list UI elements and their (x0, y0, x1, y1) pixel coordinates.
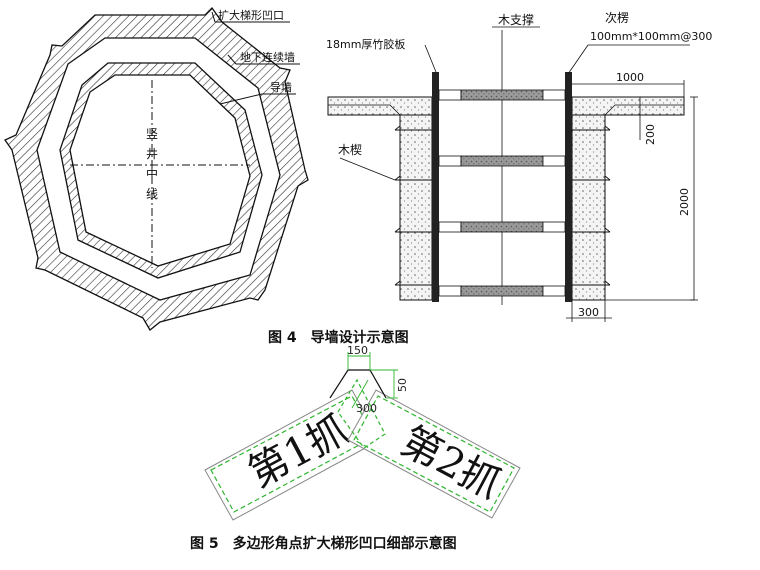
label-diaphragm-wall: 地下连续墙 (240, 50, 295, 64)
dim-200: 200 (644, 124, 657, 145)
dim-2000: 2000 (678, 188, 691, 216)
guide-wall-inner-band (59, 62, 263, 279)
dim-300: 300 (578, 306, 599, 319)
caption-fig4: 图 4 导墙设计示意图 (268, 329, 409, 346)
fig5-dimension-lines (347, 352, 398, 409)
right-top-slab (571, 96, 685, 116)
timber-supports (438, 89, 566, 297)
grab-panel-1: 第1抓 (204, 389, 381, 521)
label-secondary-joist: 次楞 (605, 10, 629, 25)
dim-150: 150 (347, 344, 368, 357)
label-wedge: 木楔 (338, 143, 362, 157)
left-wall (399, 114, 433, 301)
leader-guide (219, 93, 263, 105)
axis-char-2: 井 (146, 147, 158, 161)
fig5-detail: 第1抓 第2抓 150 50 300 (204, 344, 521, 521)
trapezoid-notch (329, 369, 387, 399)
axis-char-3: 中 (146, 166, 158, 181)
label-bamboo-board: 18mm厚竹胶板 (326, 37, 405, 51)
axis-char-4: 线 (146, 187, 158, 201)
bamboo-board-right (565, 72, 572, 302)
bamboo-board-left (432, 72, 439, 302)
label-timber-support: 木支撑 (498, 12, 534, 27)
leader-expand (211, 11, 216, 23)
leader-diaphragm (227, 54, 237, 65)
guide-wall-outer-band (4, 6, 309, 331)
axis-char-1: 竖 (146, 127, 158, 141)
octagon-plan: 竖 井 中 线 扩大梯形凹口 地下连续墙 导墙 (4, 6, 309, 331)
right-wall (571, 114, 606, 301)
dimension-lines (566, 80, 698, 322)
dim-50: 50 (396, 378, 409, 392)
caption-fig5: 图 5 多边形角点扩大梯形凹口细部示意图 (190, 535, 457, 552)
label-guide-wall: 导墙 (270, 80, 292, 94)
guide-wall-section: 18mm厚竹胶板 木支撑 次楞 100mm*100mm@300 木楔 1000 … (326, 10, 712, 322)
dim-300-notch: 300 (356, 402, 377, 415)
label-expand-notch: 扩大梯形凹口 (218, 8, 284, 22)
left-top-slab (327, 96, 433, 116)
wedge-anchors (394, 125, 611, 286)
label-secondary-spec: 100mm*100mm@300 (590, 30, 712, 43)
dim-1000: 1000 (616, 71, 644, 84)
